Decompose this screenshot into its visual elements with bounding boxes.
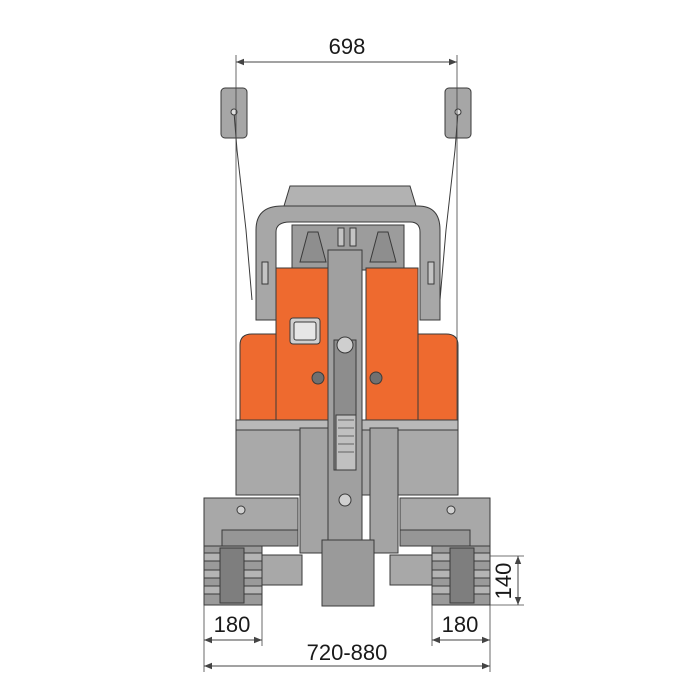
dimension-overall-width: 720-880 xyxy=(204,640,490,670)
boom-arm xyxy=(299,249,399,607)
track-frame xyxy=(203,497,491,547)
dimension-track-height: 140 xyxy=(490,555,524,606)
dimension-left-track: 180 xyxy=(203,605,263,672)
left-track-label: 180 xyxy=(214,612,251,637)
left-track xyxy=(203,544,303,606)
orange-body xyxy=(239,267,459,421)
right-mirror xyxy=(439,87,472,301)
right-track xyxy=(389,544,491,606)
left-mirror xyxy=(220,87,253,301)
overall-width-label: 720-880 xyxy=(307,640,388,665)
dimension-top-width: 698 xyxy=(235,34,458,420)
right-track-label: 180 xyxy=(442,612,479,637)
control-levers xyxy=(261,227,435,285)
track-height-label: 140 xyxy=(491,563,516,600)
dimension-right-track: 180 xyxy=(431,605,491,672)
top-width-label: 698 xyxy=(329,34,366,59)
